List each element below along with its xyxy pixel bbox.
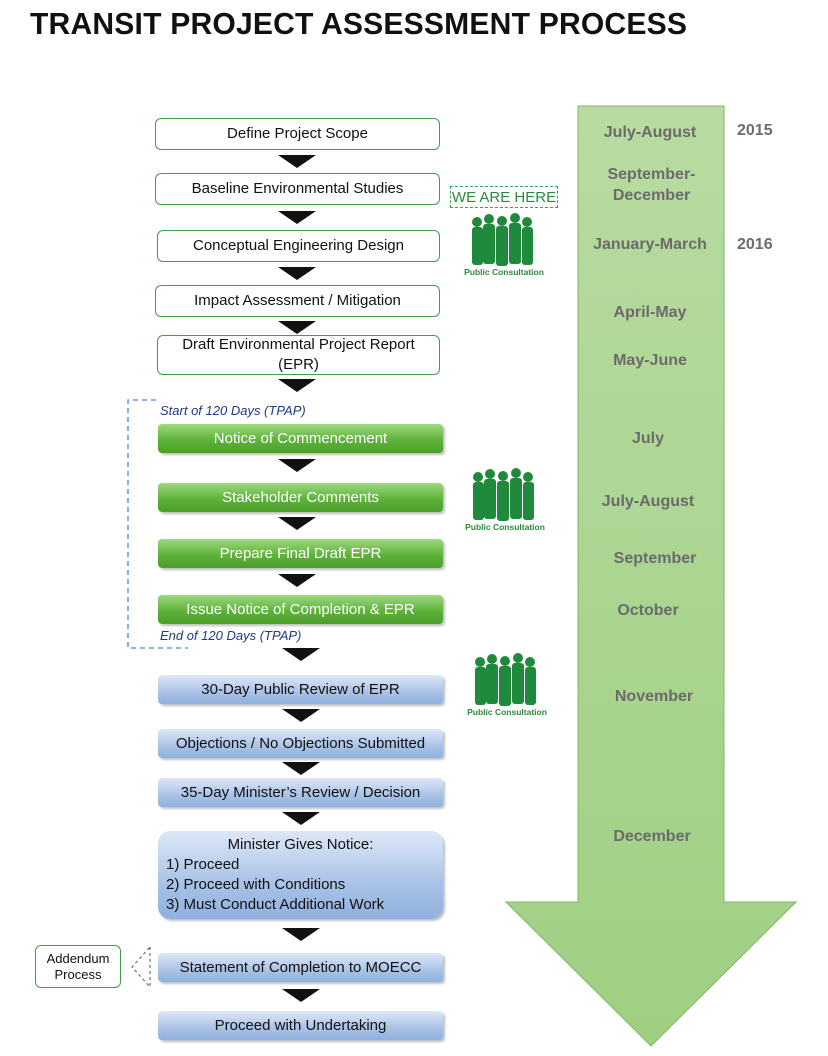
start-120-days-note: Start of 120 Days (TPAP) xyxy=(160,403,306,418)
public-consultation-1: Public Consultation xyxy=(464,212,544,287)
step-impact-assessment: Impact Assessment / Mitigation xyxy=(155,285,440,317)
timeline-label: January-March xyxy=(593,236,707,253)
flow-arrow xyxy=(278,155,316,168)
step-conceptual-engineering-design: Conceptual Engineering Design xyxy=(157,230,440,262)
flow-arrow xyxy=(278,267,316,280)
tpap-bracket xyxy=(127,399,188,649)
step-minister-gives-notice: Minister Gives Notice: 1) Proceed 2) Pro… xyxy=(158,831,443,919)
public-consultation-3: Public Consultation xyxy=(467,652,547,727)
step-draft-epr: Draft Environmental Project Report (EPR) xyxy=(157,335,440,375)
people-group-icon xyxy=(475,653,536,706)
timeline-label: September-December xyxy=(607,166,696,204)
step-statement-of-completion: Statement of Completion to MOECC xyxy=(158,953,443,982)
step-objections-submitted: Objections / No Objections Submitted xyxy=(158,729,443,758)
step-proceed-with-undertaking: Proceed with Undertaking xyxy=(158,1011,443,1040)
public-consultation-2: Public Consultation xyxy=(465,467,545,542)
flow-arrow xyxy=(282,812,320,825)
flow-arrow xyxy=(282,709,320,722)
step-stakeholder-comments: Stakeholder Comments xyxy=(158,483,443,512)
flow-arrow xyxy=(278,517,316,530)
public-consultation-label: Public Consultation xyxy=(467,707,547,717)
notice-option-3: 3) Must Conduct Additional Work xyxy=(166,896,385,913)
notice-option-2: 2) Proceed with Conditions xyxy=(166,876,346,893)
flow-arrow xyxy=(278,459,316,472)
addendum-process-box: Addendum Process xyxy=(35,945,121,988)
timeline-label: October xyxy=(617,602,679,619)
public-consultation-label: Public Consultation xyxy=(464,267,544,277)
flow-arrow xyxy=(278,379,316,392)
timeline-label: May-June xyxy=(613,352,687,369)
timeline-label: December xyxy=(613,828,691,845)
flow-arrow xyxy=(278,574,316,587)
year-label: 2016 xyxy=(737,236,773,253)
we-are-here-label: WE ARE HERE xyxy=(450,186,558,208)
timeline-label: November xyxy=(614,688,694,705)
timeline-label: April-May xyxy=(613,304,687,321)
timeline-label: September xyxy=(613,550,697,567)
notice-heading: Minister Gives Notice: xyxy=(227,836,374,853)
flow-arrow xyxy=(282,648,320,661)
step-notice-of-commencement: Notice of Commencement xyxy=(158,424,443,453)
timeline-label: July xyxy=(631,430,664,447)
step-minister-review: 35-Day Minister’s Review / Decision xyxy=(158,778,443,807)
timeline-label: July-August xyxy=(601,493,695,510)
flow-arrow xyxy=(282,762,320,775)
end-120-days-note: End of 120 Days (TPAP) xyxy=(160,628,302,643)
page-title: TRANSIT PROJECT ASSESSMENT PROCESS xyxy=(30,6,688,41)
step-define-project-scope: Define Project Scope xyxy=(155,118,440,150)
notice-option-1: 1) Proceed xyxy=(166,856,240,873)
flow-arrow xyxy=(282,928,320,941)
step-baseline-environmental-studies: Baseline Environmental Studies xyxy=(155,173,440,205)
flow-arrow xyxy=(278,321,316,334)
flow-arrow xyxy=(278,211,316,224)
year-label: 2015 xyxy=(737,122,773,139)
people-group-icon xyxy=(472,213,533,266)
step-issue-notice-of-completion: Issue Notice of Completion & EPR xyxy=(158,595,443,624)
public-consultation-label: Public Consultation xyxy=(465,522,545,532)
flow-arrow xyxy=(282,989,320,1002)
people-group-icon xyxy=(473,468,534,521)
step-30-day-public-review: 30-Day Public Review of EPR xyxy=(158,675,443,704)
addendum-arrow xyxy=(131,945,151,989)
timeline-label: July-August xyxy=(603,124,697,141)
step-prepare-final-draft-epr: Prepare Final Draft EPR xyxy=(158,539,443,568)
